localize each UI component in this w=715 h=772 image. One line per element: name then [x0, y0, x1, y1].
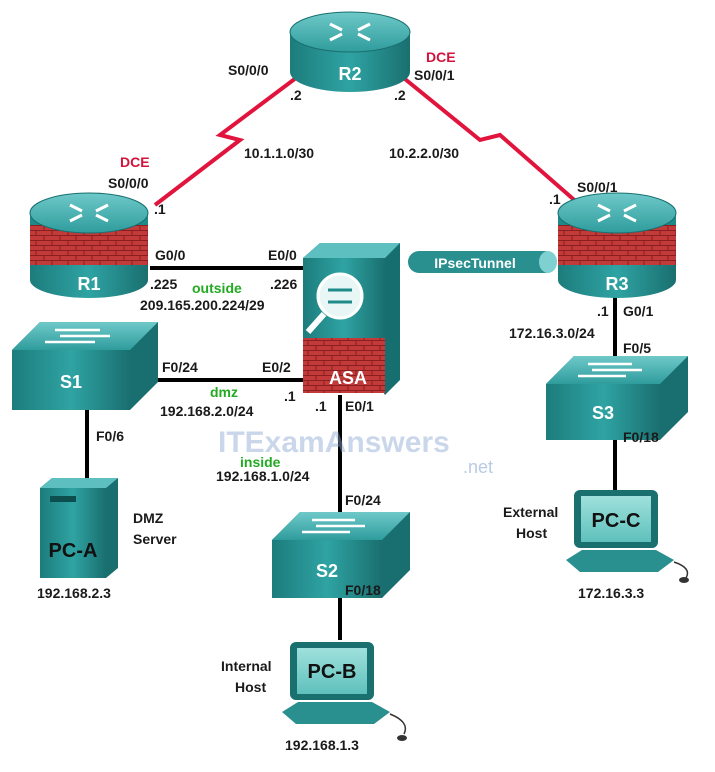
asa-e00-host: .226: [270, 276, 297, 292]
pc-a-name: PC-A: [49, 540, 98, 562]
r2-s001-host: .2: [394, 87, 406, 103]
net-10-1-1: 10.1.1.0/30: [244, 145, 314, 161]
asa-e02-host: .1: [284, 388, 296, 404]
router-r3[interactable]: R3: [557, 192, 677, 298]
r1-s000-label: S0/0/0: [108, 175, 149, 191]
keyboard-icon: [566, 550, 674, 572]
r1-g00-label: G0/0: [155, 247, 186, 263]
r2-s000-label: S0/0/0: [228, 62, 269, 78]
r2-dce-label: DCE: [426, 49, 456, 65]
pc-a-ip: 192.168.2.3: [37, 585, 111, 601]
r3-s001-host: .1: [549, 191, 561, 207]
switch-s3-label: S3: [592, 403, 614, 423]
serial-link-r2-r3: [398, 73, 582, 207]
ipsec-tunnel: IPsecTunnel: [408, 251, 557, 273]
pc-a-role-1: DMZ: [133, 510, 164, 526]
pc-b-role-1: Internal: [221, 658, 272, 674]
switch-arrows-icon: [578, 362, 642, 378]
router-arrows-icon: [597, 203, 637, 223]
switch-s3[interactable]: S3: [546, 356, 688, 440]
pc-b-role-2: Host: [235, 679, 266, 695]
s2-f018-label: F0/18: [345, 582, 381, 598]
router-r1-label: R1: [77, 274, 100, 294]
router-r1[interactable]: R1: [29, 192, 149, 298]
r3-s001-label: S0/0/1: [577, 179, 618, 195]
router-arrows-icon: [329, 22, 371, 42]
zone-outside: outside: [192, 280, 242, 296]
serial-link-r1-r2: [153, 73, 302, 207]
keyboard-icon: [282, 702, 390, 724]
switch-arrows-icon: [302, 518, 365, 534]
s3-f018-label: F0/18: [623, 429, 659, 445]
pc-c-ip: 172.16.3.3: [578, 585, 644, 601]
mouse-icon: [679, 577, 689, 583]
router-arrows-icon: [69, 203, 109, 223]
net-inside: 192.168.1.0/24: [216, 468, 310, 484]
mouse-icon: [397, 735, 407, 741]
pc-c-role-2: Host: [516, 525, 547, 541]
switch-s2-label: S2: [316, 561, 338, 581]
magnifier-icon: [305, 272, 364, 334]
net-172-16-3: 172.16.3.0/24: [509, 325, 595, 341]
asa-e00-label: E0/0: [268, 247, 297, 263]
ipsec-tunnel-label: IPsecTunnel: [434, 255, 515, 271]
r1-s000-host: .1: [154, 201, 166, 217]
s2-f024-label: F0/24: [345, 492, 381, 508]
pc-a-role-2: Server: [133, 531, 177, 547]
router-r2-label: R2: [338, 64, 361, 84]
server-pc-a[interactable]: PC-A: [40, 478, 118, 578]
firewall-asa[interactable]: ASA: [303, 243, 400, 395]
pc-b-name: PC-B: [308, 661, 357, 683]
r1-g00-host: .225: [150, 276, 177, 292]
router-r2[interactable]: R2: [289, 11, 411, 92]
net-10-2-2: 10.2.2.0/30: [389, 145, 459, 161]
s1-f06-label: F0/6: [96, 428, 124, 444]
asa-e01-host: .1: [315, 398, 327, 414]
watermark-main: ITExamAnswers: [218, 426, 450, 459]
s1-f024-label: F0/24: [162, 359, 198, 375]
watermark-sub: .net: [463, 457, 493, 477]
switch-arrows-icon: [45, 328, 110, 344]
zone-dmz: dmz: [210, 384, 238, 400]
server-drive-icon: [50, 496, 76, 502]
net-outside: 209.165.200.224/29: [140, 297, 265, 313]
zone-inside: inside: [240, 454, 281, 470]
asa-e02-label: E0/2: [262, 359, 291, 375]
r2-s000-host: .2: [290, 87, 302, 103]
asa-e01-label: E0/1: [345, 398, 374, 414]
pc-c-name: PC-C: [592, 510, 641, 532]
pc-b-ip: 192.168.1.3: [285, 737, 359, 753]
switch-s1[interactable]: S1: [12, 322, 158, 410]
r3-g01-host: .1: [597, 303, 609, 319]
r2-s001-label: S0/0/1: [414, 67, 455, 83]
switch-s2[interactable]: S2: [272, 512, 410, 598]
r1-dce-label: DCE: [120, 154, 150, 170]
router-r3-label: R3: [605, 274, 628, 294]
r3-g01-label: G0/1: [623, 303, 654, 319]
s3-f05-label: F0/5: [623, 340, 651, 356]
pc-c-role-1: External: [503, 504, 558, 520]
net-dmz: 192.168.2.0/24: [160, 403, 254, 419]
watermark: ITExamAnswers .net: [218, 426, 493, 477]
pc-b[interactable]: PC-B: [282, 642, 407, 741]
pc-c[interactable]: PC-C: [566, 490, 689, 583]
firewall-asa-label: ASA: [329, 368, 367, 388]
switch-s1-label: S1: [60, 372, 82, 392]
